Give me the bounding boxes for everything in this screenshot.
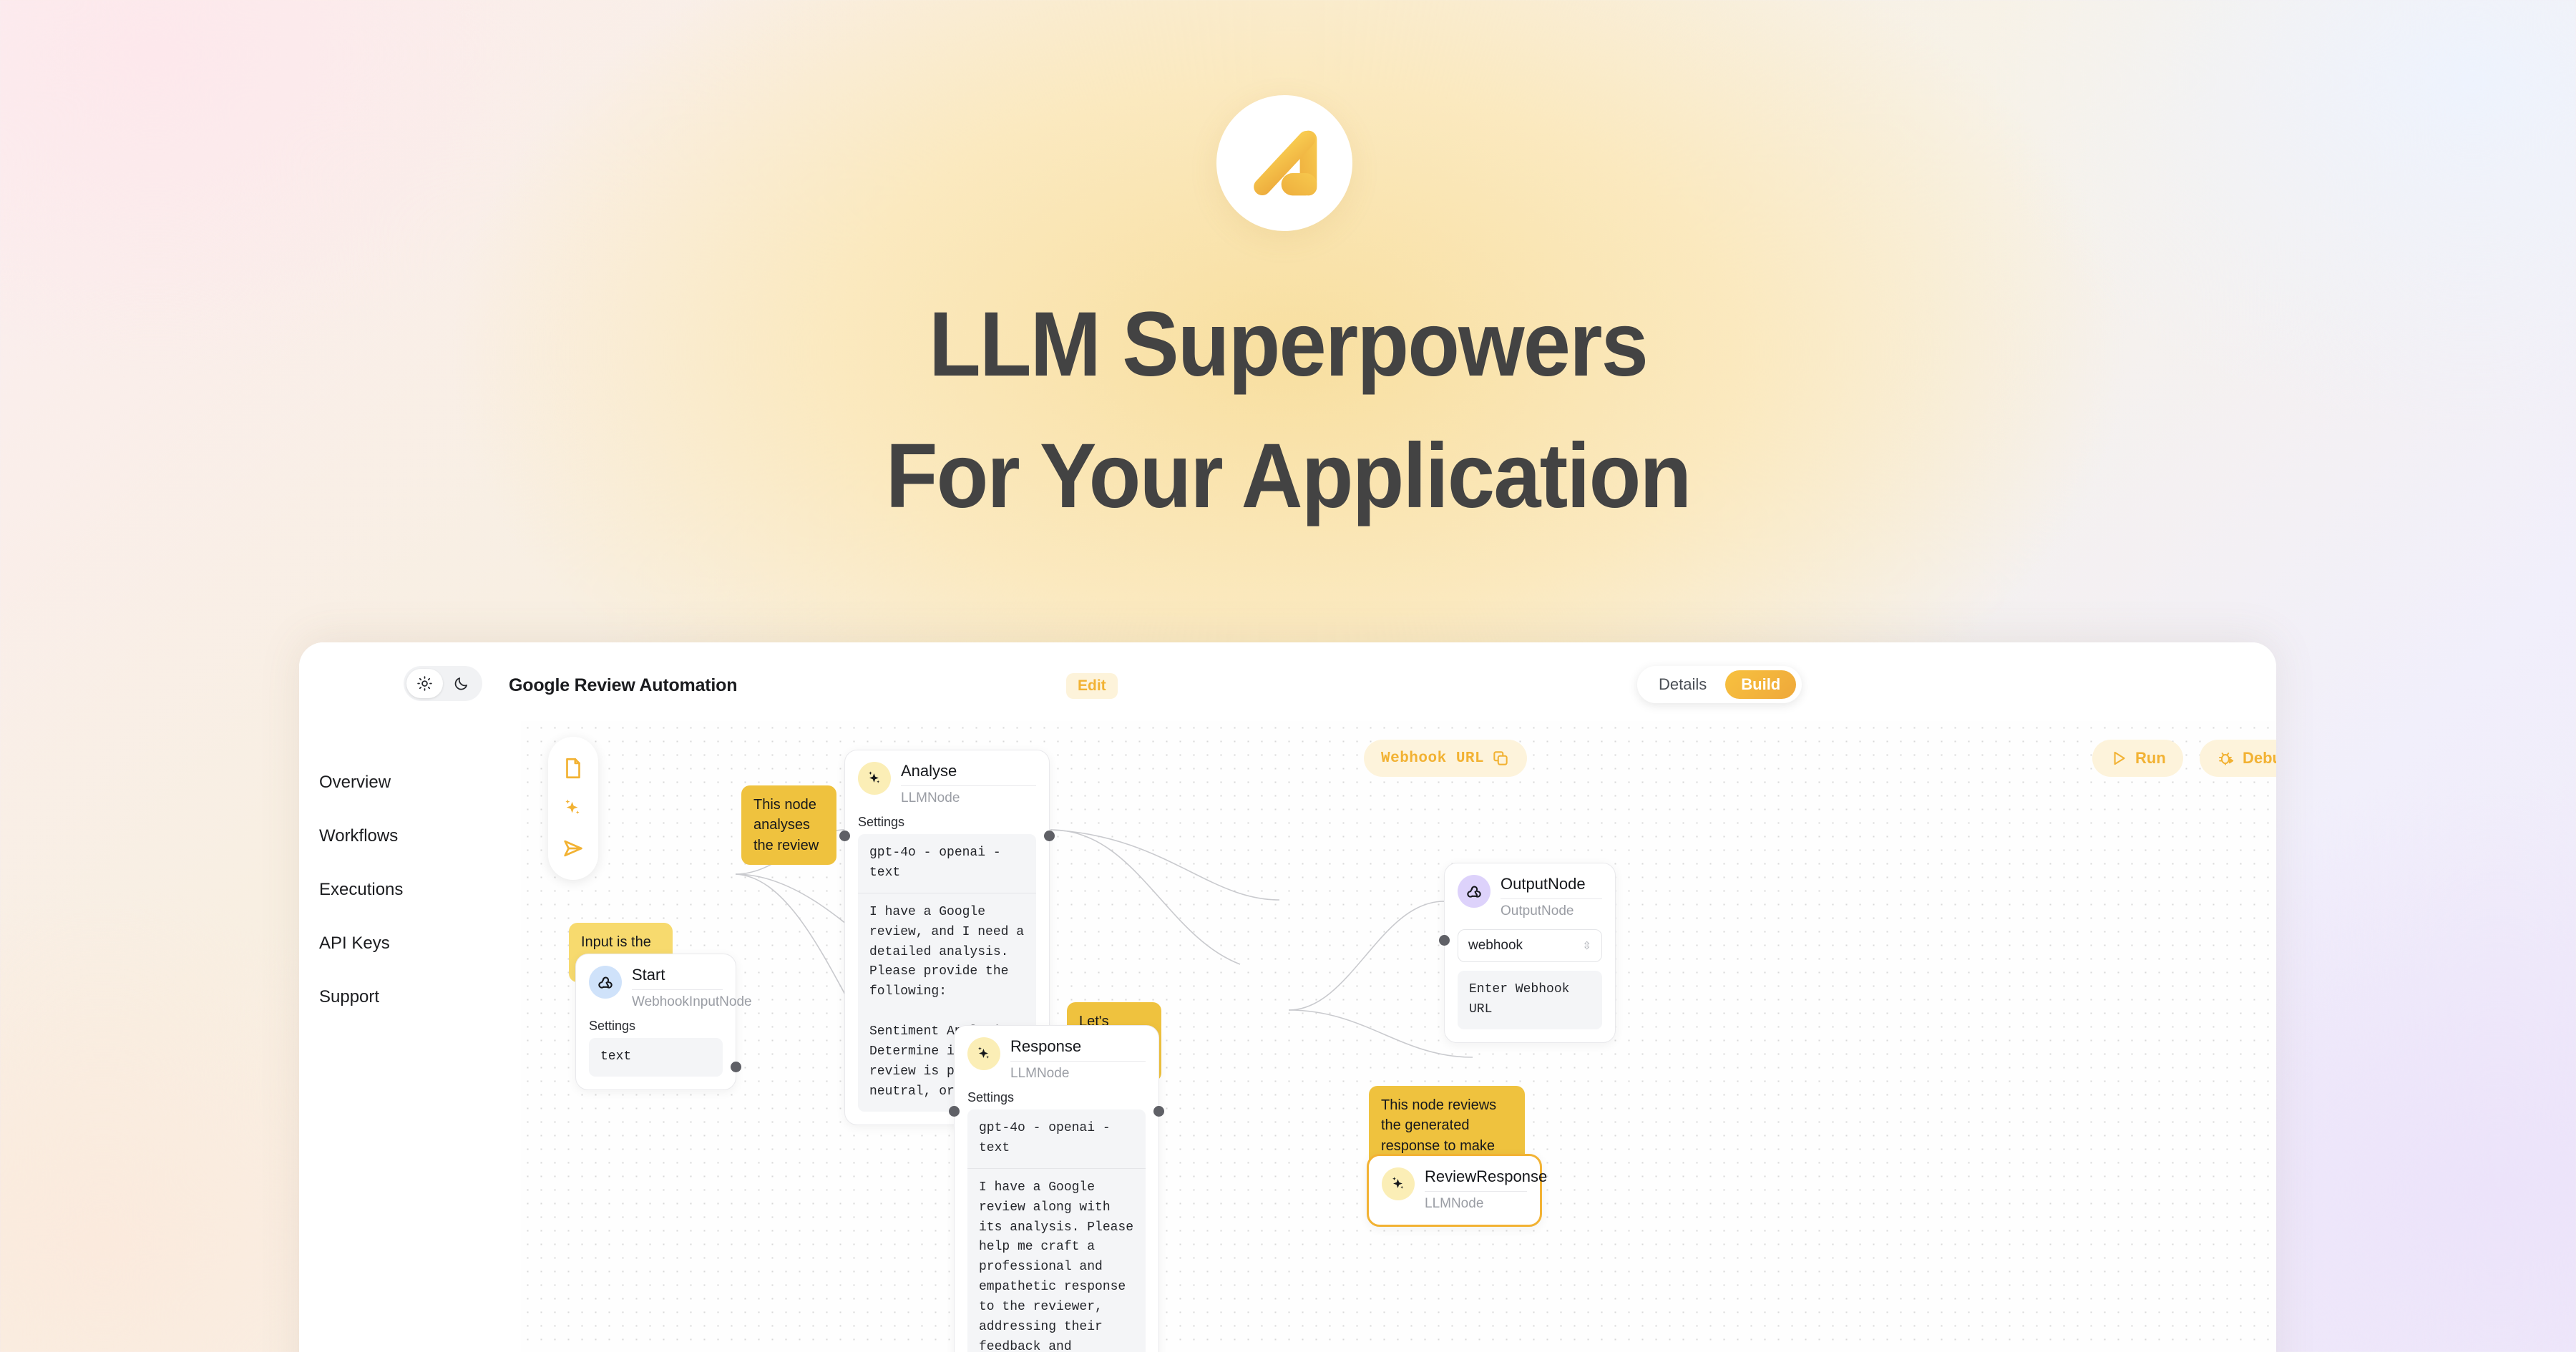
node-header: OutputNode OutputNode [1458, 875, 1602, 919]
node-title-block: OutputNode OutputNode [1501, 875, 1602, 919]
debug-label: Debug [2243, 749, 2276, 767]
theme-option-light[interactable] [406, 669, 443, 698]
tab-details[interactable]: Details [1659, 675, 1707, 693]
node-start[interactable]: Start WebhookInputNode Settings text [575, 954, 752, 1090]
app-window: Google Review Automation Edit Details Bu… [299, 642, 2276, 1352]
sun-icon [417, 676, 432, 691]
response-model-field[interactable]: gpt-4o - openai - text [967, 1109, 1146, 1169]
settings-label: Settings [589, 1019, 636, 1033]
port-in[interactable] [1439, 935, 1450, 946]
hero-section: LLM Superpowers For Your Application [0, 0, 2576, 644]
node-subtitle: OutputNode [1501, 903, 1574, 919]
document-icon[interactable] [561, 756, 585, 780]
output-destination-select[interactable]: webhook ⇳ [1458, 929, 1602, 962]
run-button[interactable]: Run [2092, 740, 2183, 777]
sticky-note-analyse[interactable]: This node analyses the review [741, 785, 836, 866]
node-header: Start WebhookInputNode [589, 966, 752, 1010]
node-subtitle: WebhookInputNode [632, 994, 752, 1009]
port-in[interactable] [949, 1106, 960, 1117]
node-output[interactable]: OutputNode OutputNode webhook ⇳ Enter We… [1439, 863, 1616, 1043]
tab-build[interactable]: Build [1725, 670, 1797, 699]
theme-toggle[interactable] [404, 666, 482, 701]
node-subtitle: LLMNode [1425, 1196, 1484, 1211]
apiary-logo-icon [1254, 130, 1317, 196]
sidebar-item-workflows[interactable]: Workflows [319, 826, 399, 846]
app-topbar: Google Review Automation Edit Details Bu… [299, 642, 2276, 721]
output-webhook-url-field[interactable]: Enter Webhook URL [1458, 971, 1602, 1029]
start-input-type-field[interactable]: text [589, 1038, 723, 1077]
sidebar-item-overview[interactable]: Overview [319, 772, 391, 792]
edit-button[interactable]: Edit [1066, 673, 1118, 699]
webhook-glyph [598, 976, 613, 989]
headline-line-1: LLM Superpowers [929, 293, 1649, 396]
node-header: Analyse LLMNode [858, 762, 1036, 806]
copy-icon[interactable] [1491, 749, 1510, 768]
node-title: ReviewResponse [1425, 1167, 1547, 1192]
webhook-icon [1458, 875, 1491, 908]
node-header: Response LLMNode [967, 1037, 1146, 1082]
node-title: OutputNode [1501, 875, 1602, 899]
settings-label: Settings [858, 815, 905, 829]
webhook-url-label: Webhook URL [1381, 750, 1485, 767]
headline-line-2: For Your Application [885, 425, 1692, 528]
sparkles-icon [858, 762, 891, 795]
response-prompt-field[interactable]: I have a Google review along with its an… [967, 1168, 1146, 1352]
analyse-model-field[interactable]: gpt-4o - openai - text [858, 834, 1036, 893]
port-out[interactable] [731, 1062, 741, 1072]
node-title-block: Analyse LLMNode [901, 762, 1036, 806]
node-header: ReviewResponse LLMNode [1382, 1167, 1547, 1212]
sidebar-item-executions[interactable]: Executions [319, 879, 404, 899]
port-in[interactable] [839, 831, 850, 841]
debug-button[interactable]: Debug [2200, 740, 2276, 777]
moon-icon [454, 677, 468, 690]
webhook-icon [589, 966, 622, 999]
canvas-tool-rail [548, 737, 598, 880]
app-body: Overview Workflows Executions API Keys S… [299, 721, 2276, 1352]
workflow-title: Google Review Automation [509, 675, 738, 695]
sidebar-item-api-keys[interactable]: API Keys [319, 933, 390, 953]
node-response[interactable]: Response LLMNode Settings gpt-4o - opena… [949, 1025, 1164, 1352]
node-title: Start [632, 966, 723, 990]
node-reviewresponse[interactable]: ReviewResponse LLMNode [1367, 1154, 1547, 1227]
chevron-updown-icon: ⇳ [1582, 939, 1591, 952]
play-icon [2114, 751, 2125, 765]
hero-headline: LLM Superpowers For Your Application [90, 279, 2486, 543]
send-icon[interactable] [561, 836, 585, 861]
sidebar-item-support[interactable]: Support [319, 986, 380, 1006]
run-label: Run [2135, 749, 2166, 767]
sparkles-glyph [1392, 1177, 1404, 1189]
node-title-block: Response LLMNode [1010, 1037, 1146, 1082]
workflow-canvas[interactable]: Webhook URL Run Debug [521, 721, 2276, 1352]
port-out[interactable] [1153, 1106, 1164, 1117]
sparkles-icon [967, 1037, 1000, 1070]
output-destination-value: webhook [1468, 938, 1523, 953]
sidebar: Overview Workflows Executions API Keys S… [299, 721, 521, 1352]
node-title-block: Start WebhookInputNode [632, 966, 752, 1010]
node-title: Analyse [901, 762, 1036, 786]
settings-label: Settings [967, 1090, 1015, 1104]
node-subtitle: LLMNode [1010, 1066, 1070, 1081]
view-mode-tabs: Details Build [1637, 666, 1802, 703]
theme-option-dark[interactable] [443, 669, 479, 698]
port-out[interactable] [1044, 831, 1055, 841]
sparkles-glyph [869, 771, 880, 783]
sparkles-icon[interactable] [561, 796, 585, 820]
node-title-block: ReviewResponse LLMNode [1425, 1167, 1547, 1212]
brand-logo-badge [1216, 95, 1352, 231]
webhook-glyph [1467, 886, 1481, 898]
sparkles-icon [1382, 1167, 1415, 1200]
node-title: Response [1010, 1037, 1146, 1062]
node-subtitle: LLMNode [901, 790, 960, 805]
sparkles-glyph [978, 1047, 990, 1059]
webhook-url-button[interactable]: Webhook URL [1364, 740, 1528, 777]
bug-icon [2218, 753, 2234, 765]
